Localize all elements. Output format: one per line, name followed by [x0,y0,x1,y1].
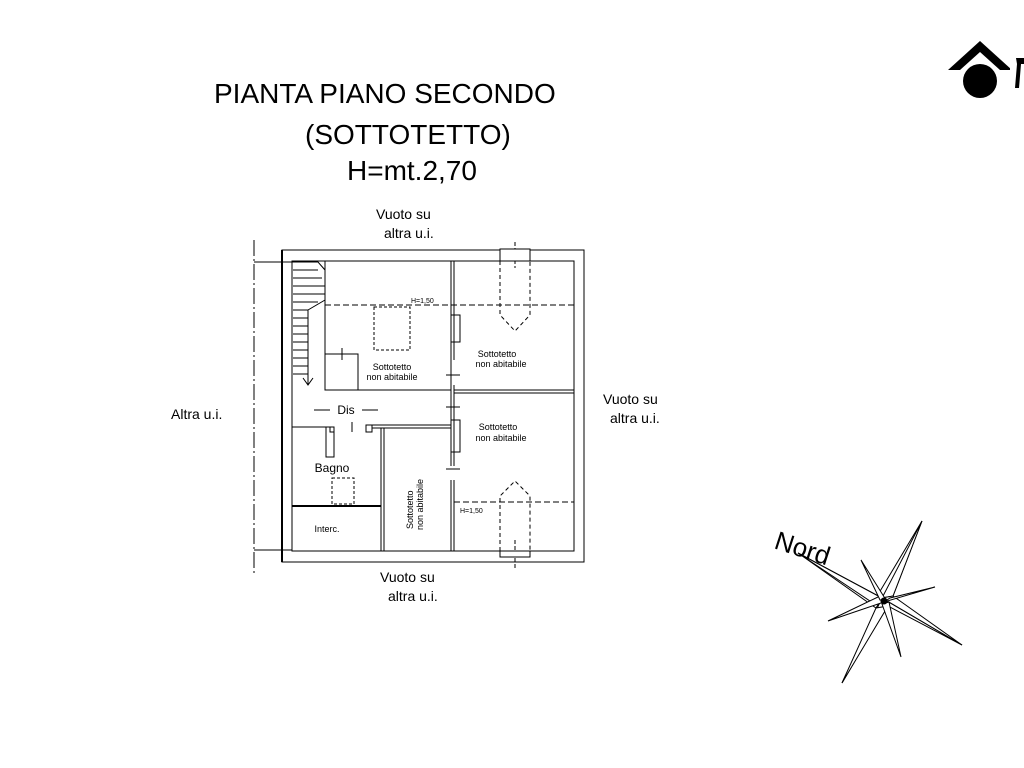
room-sottotetto-vertical-sub: non abitabile [415,479,425,530]
label-left: Altra u.i. [171,406,223,422]
room-sottotetto-topright-label: Sottotetto [478,349,517,359]
room-sottotetto-bottomright-label: Sottotetto [479,422,518,432]
label-top: Vuoto su altra u.i. [376,205,434,243]
dormer-bottom [499,480,531,568]
plan-height: H=mt.2,70 [347,155,477,186]
height-mark-top: H=1,50 [411,298,434,305]
room-sottotetto-topright-sub: non abitabile [475,359,526,369]
plan-title: PIANTA PIANO SECONDO [214,78,556,109]
outer-walls [281,249,585,563]
compass-rose [797,520,963,684]
room-dis-label: Dis [337,403,354,417]
plan-subtitle: (SOTTOTETTO) [305,119,511,150]
room-sottotetto-bottomright-sub: non abitabile [475,433,526,443]
room-sottotetto-topcenter-sub: non abitabile [366,372,417,382]
interior-walls [292,260,574,551]
room-sottotetto-vertical: Sottotetto non abitabile [405,479,425,530]
label-top-line1: Vuoto su [376,206,431,222]
height-mark-bottom: H=1,50 [460,508,483,515]
label-bottom: Vuoto su altra u.i. [380,568,438,606]
label-bottom-line1: Vuoto su [380,569,435,585]
house-logo-icon [948,41,1024,98]
room-interc-label: Interc. [314,524,339,534]
dormer-top [499,242,531,332]
room-sottotetto-vertical-label: Sottotetto [405,490,415,529]
compass-north-label: Nord [771,525,834,571]
label-right: Vuoto su altra u.i. [603,390,660,428]
room-bagno-label: Bagno [315,461,350,475]
staircase [292,261,326,386]
label-bottom-line2: altra u.i. [388,588,438,604]
label-right-line2: altra u.i. [610,410,660,426]
room-sottotetto-topcenter-label: Sottotetto [373,362,412,372]
left-boundary-lines [253,240,292,575]
label-top-line2: altra u.i. [384,225,434,241]
label-right-line1: Vuoto su [603,391,658,407]
